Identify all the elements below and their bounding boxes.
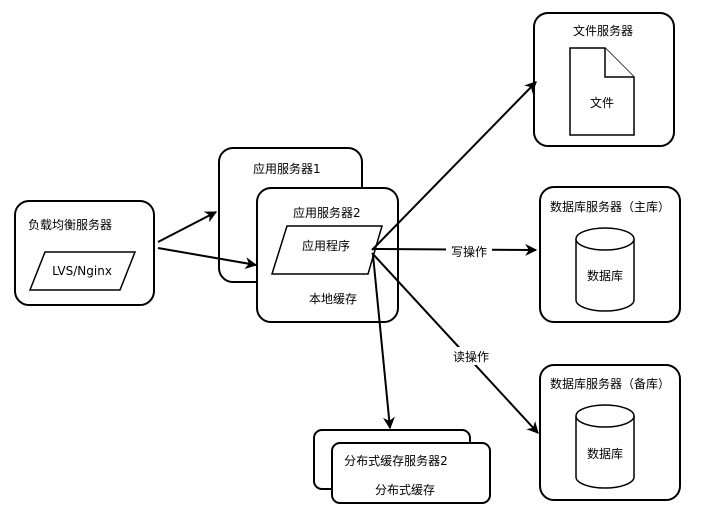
document-fold xyxy=(604,48,634,78)
load-balancer-title: 负载均衡服务器 xyxy=(28,217,112,232)
edge-app-to-dist-cache xyxy=(372,254,395,430)
application-program-label: 应用程序 xyxy=(302,238,350,253)
edge-app-to-db-slave xyxy=(371,252,539,434)
read-label-bg xyxy=(448,347,494,365)
lvs-nginx-label: LVS/Nginx xyxy=(52,264,112,278)
lvs-nginx-parallelogram xyxy=(28,251,137,291)
dist-cache-title: 分布式缓存服务器2 xyxy=(344,453,448,468)
edge-app-to-file-server xyxy=(371,81,537,251)
file-label: 文件 xyxy=(590,95,614,110)
file-server-title: 文件服务器 xyxy=(573,23,633,38)
read-operation-label: 读操作 xyxy=(453,349,489,364)
write-operation-label: 写操作 xyxy=(451,244,487,259)
file-server: 文件服务器 文件 xyxy=(533,12,675,147)
db-slave-label: 数据库 xyxy=(587,446,623,461)
db-master-title: 数据库服务器（主库） xyxy=(550,199,670,214)
app-server-2-title: 应用服务器2 xyxy=(293,205,361,220)
load-balancer-server: 负载均衡服务器 LVS/Nginx xyxy=(14,200,155,306)
db-slave-title: 数据库服务器（备库） xyxy=(550,376,670,391)
edge-lb-to-app2 xyxy=(157,247,258,270)
app-server-1-title: 应用服务器1 xyxy=(253,161,321,176)
local-cache-label: 本地缓存 xyxy=(309,292,357,306)
edge-lb-to-app1 xyxy=(157,211,218,243)
dist-cache-front-box xyxy=(331,442,491,504)
write-label-bg xyxy=(446,242,492,260)
application-program-parallelogram xyxy=(270,225,383,275)
db-master-server: 数据库服务器（主库） 数据库 xyxy=(539,186,681,323)
db-master-label: 数据库 xyxy=(587,268,623,283)
app-server-2: 应用服务器2 应用程序 本地缓存 xyxy=(256,187,399,323)
database-cylinder-icon xyxy=(575,227,635,312)
database-cylinder-icon xyxy=(575,404,635,489)
dist-cache-label: 分布式缓存 xyxy=(375,483,435,497)
distributed-cache-server: 分布式缓存服务器2 分布式缓存 xyxy=(313,429,491,504)
db-slave-server: 数据库服务器（备库） 数据库 xyxy=(539,364,681,501)
